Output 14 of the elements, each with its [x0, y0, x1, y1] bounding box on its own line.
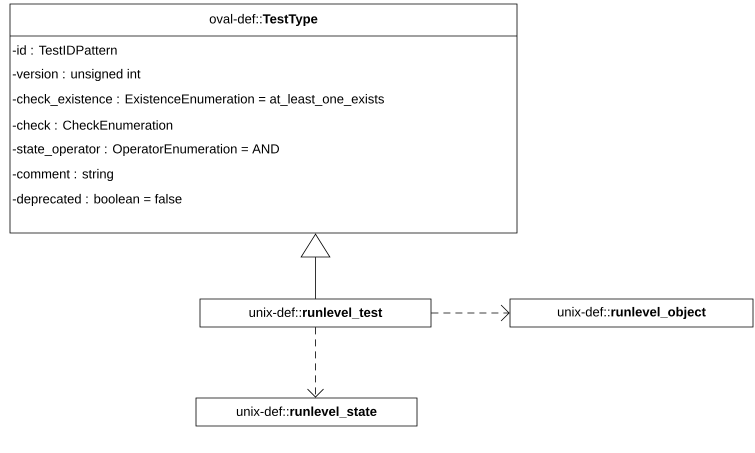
attribute-text: -check_existence : ExistenceEnumeration = at_least_one_exists	[12, 94, 384, 106]
class-box: unix-def::runlevel_state	[196, 398, 418, 426]
class-box: unix-def::runlevel_test	[200, 298, 432, 328]
attribute-text: -comment : string	[12, 168, 113, 182]
class-box	[10, 4, 518, 234]
attribute-text: -version : unsigned int	[12, 68, 140, 82]
attribute-text: -state_operator : OperatorEnumeration = AND	[12, 144, 280, 156]
attribute-text: -id : TestIDPattern	[12, 45, 117, 55]
class-box: unix-def::runlevel_object	[510, 298, 754, 328]
dependency-arrow	[431, 304, 510, 322]
class-name: oval-def::TestType	[210, 14, 318, 26]
attribute-text: -check : CheckEnumeration	[12, 120, 172, 130]
dependency-arrow	[307, 327, 324, 398]
attribute-text: -deprecated : boolean = false	[12, 194, 182, 206]
